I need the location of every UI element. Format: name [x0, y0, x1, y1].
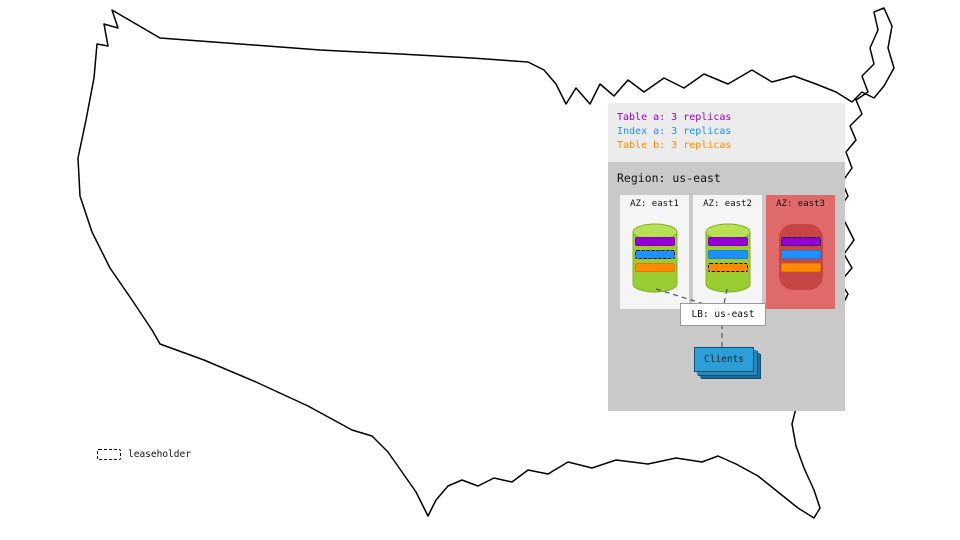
replica-bar-index-a — [634, 250, 675, 259]
leaseholder-key: leaseholder — [97, 449, 191, 460]
replica-bar-table-a — [780, 237, 821, 246]
database-cylinder-icon — [632, 223, 677, 293]
replica-bars-east3 — [780, 237, 821, 272]
az-east1-label: AZ: east1 — [630, 199, 679, 209]
replica-bar-index-a — [780, 250, 821, 259]
replica-bar-table-b — [707, 263, 748, 272]
db-node-east3-down — [777, 222, 825, 294]
legend-index-a: Index a: 3 replicas — [617, 126, 732, 137]
replica-bar-index-a — [707, 250, 748, 259]
legend-table-b: Table b: 3 replicas — [617, 140, 732, 151]
replica-bar-table-b — [634, 263, 675, 272]
replica-bar-table-a — [634, 237, 675, 246]
leaseholder-key-label: leaseholder — [128, 449, 191, 460]
replica-bar-table-a — [707, 237, 748, 246]
replica-bars-east2 — [707, 237, 748, 272]
az-east2: AZ: east2 — [693, 195, 762, 309]
leaseholder-swatch-icon — [97, 449, 121, 460]
db-node-east1 — [631, 222, 679, 294]
region-label: Region: us-east — [617, 171, 721, 185]
az-east3-label: AZ: east3 — [776, 199, 825, 209]
database-cylinder-icon — [705, 223, 750, 293]
clients-box: Clients — [694, 347, 754, 372]
db-node-east2 — [704, 222, 752, 294]
load-balancer-box: LB: us-east — [680, 303, 766, 326]
az-east2-label: AZ: east2 — [703, 199, 752, 209]
legend-table-a: Table a: 3 replicas — [617, 112, 732, 123]
replica-legend-panel: Table a: 3 replicas Index a: 3 replicas … — [608, 103, 845, 162]
replica-bar-table-b — [780, 263, 821, 272]
az-east3: AZ: east3 — [766, 195, 835, 309]
topology-diagram: Table a: 3 replicas Index a: 3 replicas … — [608, 103, 845, 411]
replica-bars-east1 — [634, 237, 675, 272]
az-east1: AZ: east1 — [620, 195, 689, 309]
